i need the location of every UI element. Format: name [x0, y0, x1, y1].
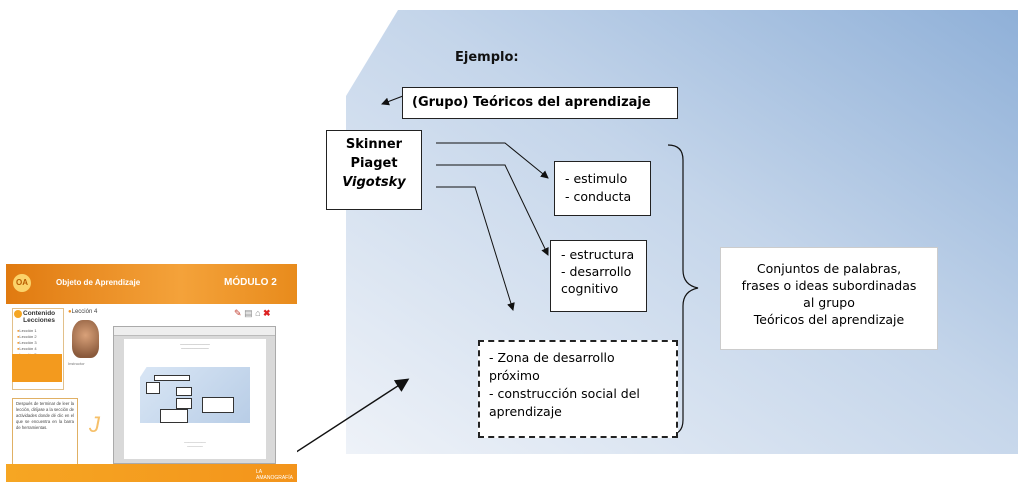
title-pointer-arrow: [381, 95, 404, 106]
theorist-skinner: Skinner: [345, 137, 403, 152]
mini-diagram: [140, 367, 250, 423]
summary-line: Conjuntos de palabras,: [756, 261, 902, 276]
diagram-slide: [346, 10, 1018, 454]
theorist-vigotsky: Vigotsky: [342, 175, 406, 190]
instructions-panel: Después de terminar de leer la lección, …: [12, 398, 78, 468]
app-logo: OA: [13, 274, 31, 292]
print-icon[interactable]: ▤: [244, 308, 253, 318]
lesson-item[interactable]: Lección 1: [17, 328, 36, 334]
viewer-toolbar: [114, 327, 275, 336]
summary-box: Conjuntos de palabras, frases o ideas su…: [720, 247, 938, 350]
module-label: MÓDULO 2: [224, 277, 277, 288]
theorists-box: Skinner Piaget Vigotsky: [326, 130, 422, 210]
mini-box: [202, 397, 234, 413]
avatar-caption: Instructor: [68, 361, 85, 366]
mini-box: [160, 409, 188, 423]
piaget-concepts-box: - estructura - desarrollo cognitivo: [550, 240, 647, 312]
concept-line: - construcción social del: [489, 386, 640, 401]
lesson-item[interactable]: Lección 3: [17, 340, 36, 346]
page-header-lines: ───────────────────────────: [180, 342, 210, 350]
theorist-piaget: Piaget: [350, 156, 398, 171]
concept-line: - estructura: [561, 247, 635, 262]
example-label: Ejemplo:: [455, 50, 519, 65]
sidebar-title: Contenido Lecciones: [23, 310, 55, 324]
sidebar-footer-block: [12, 354, 62, 382]
summary-line: frases o ideas subordinadas: [741, 278, 917, 293]
piaget-arrow: [436, 164, 549, 256]
decorative-swirl: J: [89, 412, 100, 437]
close-icon[interactable]: ✖: [263, 308, 271, 318]
summary-line: al grupo: [803, 295, 855, 310]
app-header: OA Objeto de Aprendizaje MÓDULO 2: [6, 264, 297, 304]
concept-line: - desarrollo: [561, 264, 632, 279]
vigotsky-arrow: [436, 186, 515, 311]
app-footer-bar: [6, 464, 297, 482]
home-icon[interactable]: ⌂: [255, 308, 261, 318]
footer-brand: LA AMANOGRAFÍA: [256, 469, 293, 481]
skinner-concepts-box: - estimulo - conducta: [554, 161, 651, 216]
mini-box: [176, 387, 192, 396]
lesson-item[interactable]: Lección 4: [17, 346, 36, 352]
sidebar-title-line: Lecciones: [23, 317, 55, 324]
summary-line: Teóricos del aprendizaje: [753, 312, 905, 327]
mini-box: [176, 398, 192, 409]
lesson-item[interactable]: Lección 2: [17, 334, 36, 340]
avatar: [72, 320, 99, 358]
group-title: (Grupo) Teóricos del aprendizaje: [412, 95, 651, 110]
concept-line: cognitivo: [561, 281, 619, 296]
concept-line: aprendizaje: [489, 404, 562, 419]
current-lesson: Lección 4: [68, 309, 98, 315]
page-footer-lines: ───────────────────: [184, 440, 206, 448]
mini-box: [146, 382, 160, 394]
group-title-box: (Grupo) Teóricos del aprendizaje: [402, 87, 678, 119]
sidebar-bullet-icon: [14, 310, 22, 318]
toolbar-icons: ✎ ▤ ⌂ ✖: [234, 308, 271, 319]
sidebar-title-line: Contenido: [23, 310, 56, 317]
pdf-icon[interactable]: ✎: [234, 308, 242, 318]
concept-line: - Zona de desarrollo: [489, 350, 615, 365]
mini-box: [154, 375, 190, 381]
app-title: Objeto de Aprendizaje: [56, 278, 141, 287]
document-viewer: ─────────────────────────── ────────────…: [113, 326, 276, 464]
skinner-arrow: [436, 142, 549, 179]
vigotsky-concepts-box: - Zona de desarrollo próximo - construcc…: [478, 340, 678, 438]
viewer-page: ─────────────────────────── ────────────…: [124, 339, 266, 459]
concept-line: - estimulo: [565, 171, 628, 186]
concept-line: próximo: [489, 368, 540, 383]
app-thumbnail: OA Objeto de Aprendizaje MÓDULO 2 Conten…: [6, 264, 297, 482]
concept-line: - conducta: [565, 189, 632, 204]
grouping-brace: [667, 144, 699, 436]
